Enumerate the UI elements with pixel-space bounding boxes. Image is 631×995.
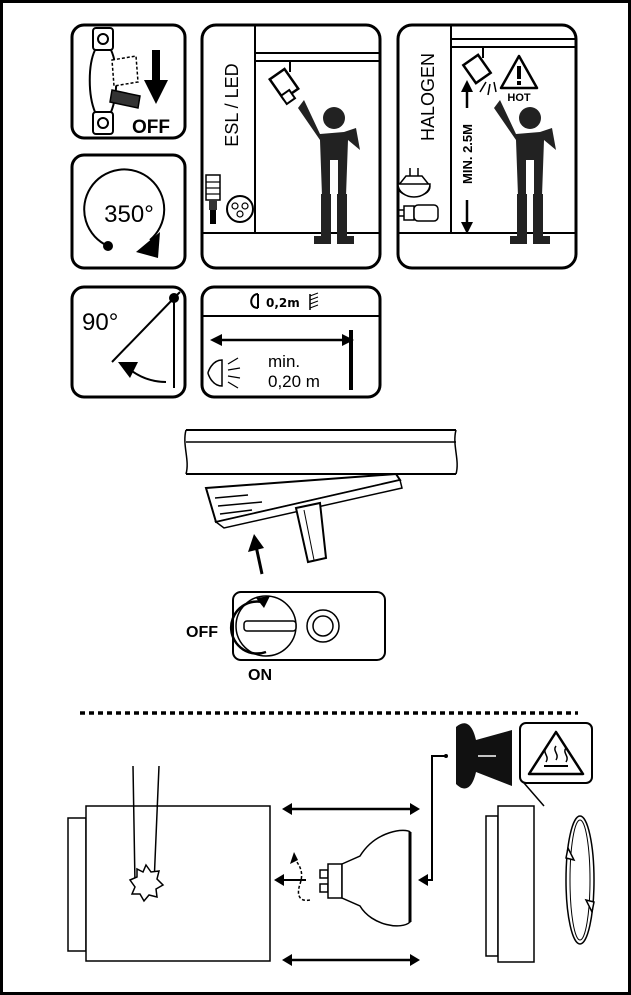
hot-surface-icon	[519, 722, 593, 807]
distance-min-label: min.	[268, 352, 300, 371]
rotate-arrows-icon	[565, 815, 595, 945]
switch-on-label: ON	[248, 667, 272, 684]
capsule-lamp-icon	[398, 204, 439, 222]
person-silhouette	[494, 100, 556, 244]
panel-esl-led: ESL / LED	[200, 23, 382, 270]
path-connector	[418, 754, 448, 886]
twist-arrow-icon	[290, 852, 311, 902]
insert-arrow	[248, 534, 264, 575]
spotlight-icon	[268, 61, 300, 106]
lamp-distance-icon	[250, 292, 319, 310]
hot-label: HOT	[507, 92, 531, 104]
energy-saving-lamp-icon	[205, 174, 221, 224]
gu10-lamp-icon	[319, 829, 412, 927]
bottom-double-arrow	[282, 954, 420, 966]
rotation-icon	[83, 168, 166, 258]
breaker-switch-icon	[88, 27, 141, 135]
track-rail	[184, 429, 458, 475]
led-lamp-icon	[226, 195, 254, 223]
track-adapter	[204, 472, 403, 564]
height-arrow	[459, 80, 475, 234]
panel-rotation: 350°	[70, 153, 187, 270]
adapter-switch	[229, 591, 386, 661]
spotlight-icon	[456, 723, 512, 789]
distance-code-label: 0,2m	[266, 296, 300, 310]
panel-halogen: HALOGEN MIN. 2.5M HOT	[396, 23, 578, 270]
fixture-housing	[67, 765, 271, 962]
min-height-label: MIN. 2.5M	[460, 124, 475, 184]
panel-min-distance: 0,2m min. 0,20 m	[200, 285, 382, 399]
tilt-label: 90°	[82, 309, 118, 336]
off-label: OFF	[132, 117, 170, 138]
halogen-lamp-icon	[397, 168, 431, 198]
distance-value-label: 0,20 m	[268, 372, 320, 391]
insert-arrow-left	[274, 874, 306, 886]
halogen-label: HALOGEN	[418, 53, 438, 141]
switch-off-label: OFF	[186, 624, 218, 641]
lamp-light-icon	[207, 357, 241, 389]
arrow-down-icon	[144, 50, 168, 104]
top-double-arrow	[282, 803, 420, 815]
rotation-label: 350°	[104, 201, 154, 228]
panel-tilt: 90°	[70, 285, 187, 399]
fixture-side-view	[485, 805, 535, 963]
warning-triangle-icon	[499, 54, 539, 90]
panel-switch-off: OFF	[70, 23, 187, 140]
spotlight-icon	[461, 47, 497, 96]
person-silhouette	[298, 100, 360, 244]
esl-led-label: ESL / LED	[222, 63, 242, 146]
